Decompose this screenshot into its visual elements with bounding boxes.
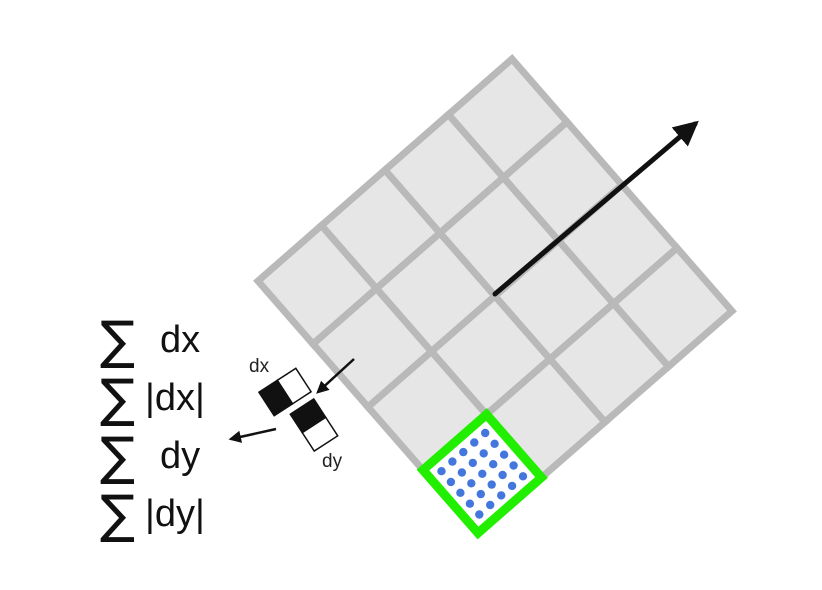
sample-point (497, 491, 506, 500)
dy-label: dy (322, 451, 343, 472)
sample-point (498, 470, 507, 480)
sample-point (499, 450, 509, 459)
sample-point (489, 460, 498, 469)
sample-point (457, 468, 467, 477)
highlighted-subregion (416, 408, 548, 540)
sample-point (465, 499, 475, 508)
sample-point (446, 477, 456, 487)
sigma-symbol: ∑ (100, 485, 135, 545)
sample-point (456, 488, 465, 497)
sum-abs-dx: |dx| (145, 377, 205, 419)
sum-formula-list: ∑ dx ∑ |dx| ∑ dy ∑ |dy| (100, 311, 205, 545)
grid-cell (608, 243, 737, 372)
haar-dx-filter (257, 367, 313, 417)
sample-point (437, 467, 446, 476)
sample-point (467, 479, 476, 488)
sample-point (518, 472, 528, 481)
sample-point (476, 489, 485, 499)
sum-dx: dx (160, 319, 200, 361)
sample-point (490, 439, 499, 448)
sample-point (478, 469, 487, 478)
sample-point (479, 449, 488, 458)
sample-point (509, 461, 518, 470)
sigma-symbol: ∑ (100, 369, 135, 429)
sample-point (481, 428, 490, 438)
sample-point (459, 447, 468, 457)
sample-point (486, 500, 495, 510)
haar-dy-filter (289, 397, 339, 453)
sample-point (448, 457, 457, 466)
sigma-symbol: ∑ (100, 427, 135, 487)
sum-dy: dy (160, 435, 200, 477)
sample-point (468, 458, 477, 468)
dx-label: dx (249, 356, 270, 377)
subregion-to-filter-arrow (316, 358, 355, 394)
sigma-symbol: ∑ (100, 311, 135, 371)
sum-abs-dy: |dy| (145, 493, 205, 535)
sample-point (507, 481, 517, 491)
sample-point (470, 438, 479, 447)
orientation-arrow (492, 120, 699, 297)
sample-point (487, 480, 496, 489)
filter-to-sums-arrow (228, 427, 277, 443)
sample-point (475, 510, 484, 519)
